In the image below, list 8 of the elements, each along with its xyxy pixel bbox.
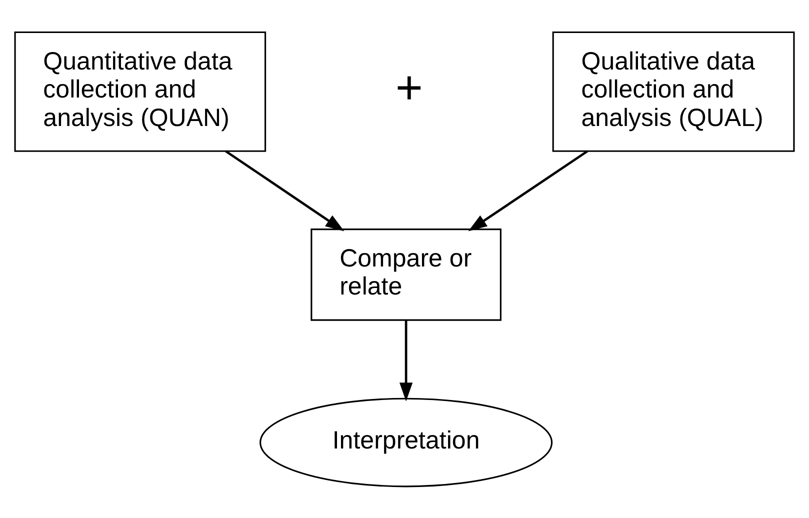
label: +: [395, 60, 423, 113]
arrow: [399, 320, 413, 401]
node-box: Qualitative data collection and analysis (QUAL): [552, 30, 795, 152]
node-ellipse: Interpretation: [260, 397, 553, 487]
arrow: [468, 150, 588, 231]
node-box: Compare or relate: [310, 228, 502, 320]
node-box: Quantitative data collection and analysis (QUAN): [14, 30, 266, 152]
arrow: [225, 150, 344, 231]
